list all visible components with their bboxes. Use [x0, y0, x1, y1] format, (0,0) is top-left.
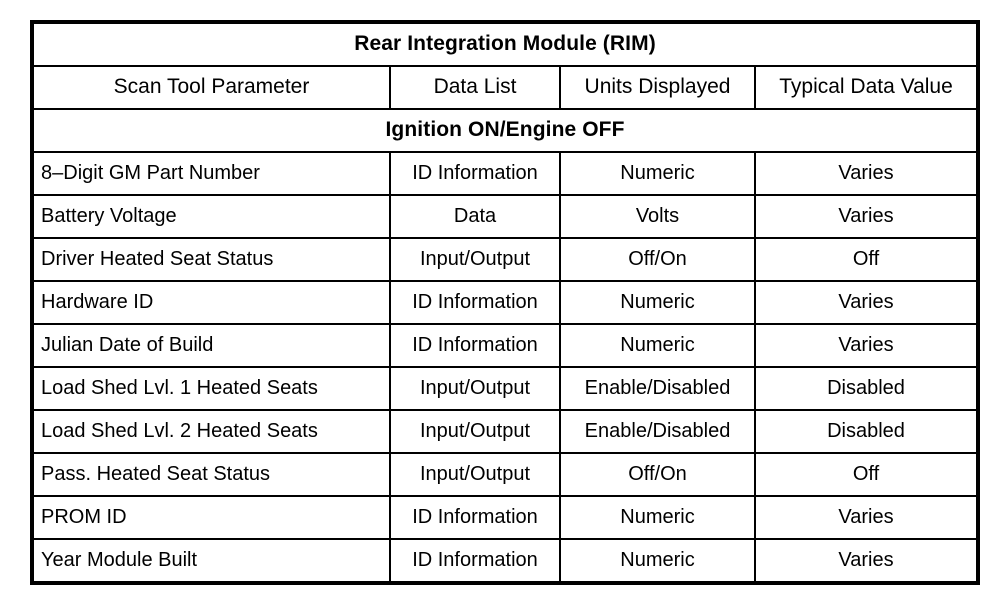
cell-parameter: Hardware ID	[31, 280, 391, 325]
cell-data-list: Data	[389, 194, 561, 239]
cell-typical-value: Varies	[753, 280, 980, 325]
cell-data-list: ID Information	[389, 280, 561, 325]
table-title: Rear Integration Module (RIM)	[30, 21, 980, 67]
cell-data-list: Input/Output	[389, 366, 561, 411]
cell-units: Numeric	[559, 538, 756, 584]
cell-parameter: Julian Date of Build	[31, 323, 391, 368]
table-row: Load Shed Lvl. 2 Heated Seats Input/Outp…	[31, 409, 980, 454]
cell-parameter: PROM ID	[31, 495, 391, 540]
section-header-row: Ignition ON/Engine OFF	[30, 108, 980, 153]
cell-typical-value: Off	[753, 452, 980, 497]
cell-units: Enable/Disabled	[559, 366, 756, 411]
rim-parameter-table: Rear Integration Module (RIM) Scan Tool …	[30, 20, 981, 585]
column-header-row: Scan Tool Parameter Data List Units Disp…	[31, 65, 980, 110]
cell-data-list: ID Information	[389, 538, 561, 584]
cell-typical-value: Disabled	[753, 366, 980, 411]
table-title-row: Rear Integration Module (RIM)	[30, 21, 980, 67]
table-row: Year Module Built ID Information Numeric…	[31, 538, 980, 584]
cell-units: Numeric	[559, 495, 756, 540]
cell-units: Off/On	[559, 452, 756, 497]
cell-parameter: Battery Voltage	[31, 194, 391, 239]
table-row: Pass. Heated Seat Status Input/Output Of…	[31, 452, 980, 497]
table-row: 8–Digit GM Part Number ID Information Nu…	[31, 151, 980, 196]
cell-parameter: Pass. Heated Seat Status	[31, 452, 391, 497]
cell-parameter: Load Shed Lvl. 1 Heated Seats	[31, 366, 391, 411]
cell-data-list: Input/Output	[389, 452, 561, 497]
cell-typical-value: Disabled	[753, 409, 980, 454]
cell-units: Enable/Disabled	[559, 409, 756, 454]
cell-typical-value: Varies	[753, 323, 980, 368]
cell-units: Off/On	[559, 237, 756, 282]
column-header-typical-data-value: Typical Data Value	[753, 65, 980, 110]
table-row: Battery Voltage Data Volts Varies	[31, 194, 980, 239]
column-header-scan-tool-parameter: Scan Tool Parameter	[31, 65, 391, 110]
cell-units: Numeric	[559, 151, 756, 196]
cell-parameter: Load Shed Lvl. 2 Heated Seats	[31, 409, 391, 454]
table-body: Rear Integration Module (RIM) Scan Tool …	[30, 21, 980, 584]
cell-units: Numeric	[559, 280, 756, 325]
cell-parameter: Year Module Built	[31, 538, 391, 584]
cell-typical-value: Varies	[753, 538, 980, 584]
table-row: Hardware ID ID Information Numeric Varie…	[31, 280, 980, 325]
cell-units: Volts	[559, 194, 756, 239]
cell-typical-value: Off	[753, 237, 980, 282]
cell-parameter: Driver Heated Seat Status	[31, 237, 391, 282]
cell-data-list: ID Information	[389, 151, 561, 196]
cell-data-list: ID Information	[389, 323, 561, 368]
table-row: Load Shed Lvl. 1 Heated Seats Input/Outp…	[31, 366, 980, 411]
cell-typical-value: Varies	[753, 495, 980, 540]
cell-data-list: Input/Output	[389, 409, 561, 454]
column-header-data-list: Data List	[389, 65, 561, 110]
cell-typical-value: Varies	[753, 151, 980, 196]
cell-parameter: 8–Digit GM Part Number	[31, 151, 391, 196]
table-row: Julian Date of Build ID Information Nume…	[31, 323, 980, 368]
table-row: PROM ID ID Information Numeric Varies	[31, 495, 980, 540]
cell-data-list: ID Information	[389, 495, 561, 540]
cell-units: Numeric	[559, 323, 756, 368]
column-header-units-displayed: Units Displayed	[559, 65, 756, 110]
cell-typical-value: Varies	[753, 194, 980, 239]
table-row: Driver Heated Seat Status Input/Output O…	[31, 237, 980, 282]
cell-data-list: Input/Output	[389, 237, 561, 282]
section-header-ignition-on-engine-off: Ignition ON/Engine OFF	[30, 108, 980, 153]
